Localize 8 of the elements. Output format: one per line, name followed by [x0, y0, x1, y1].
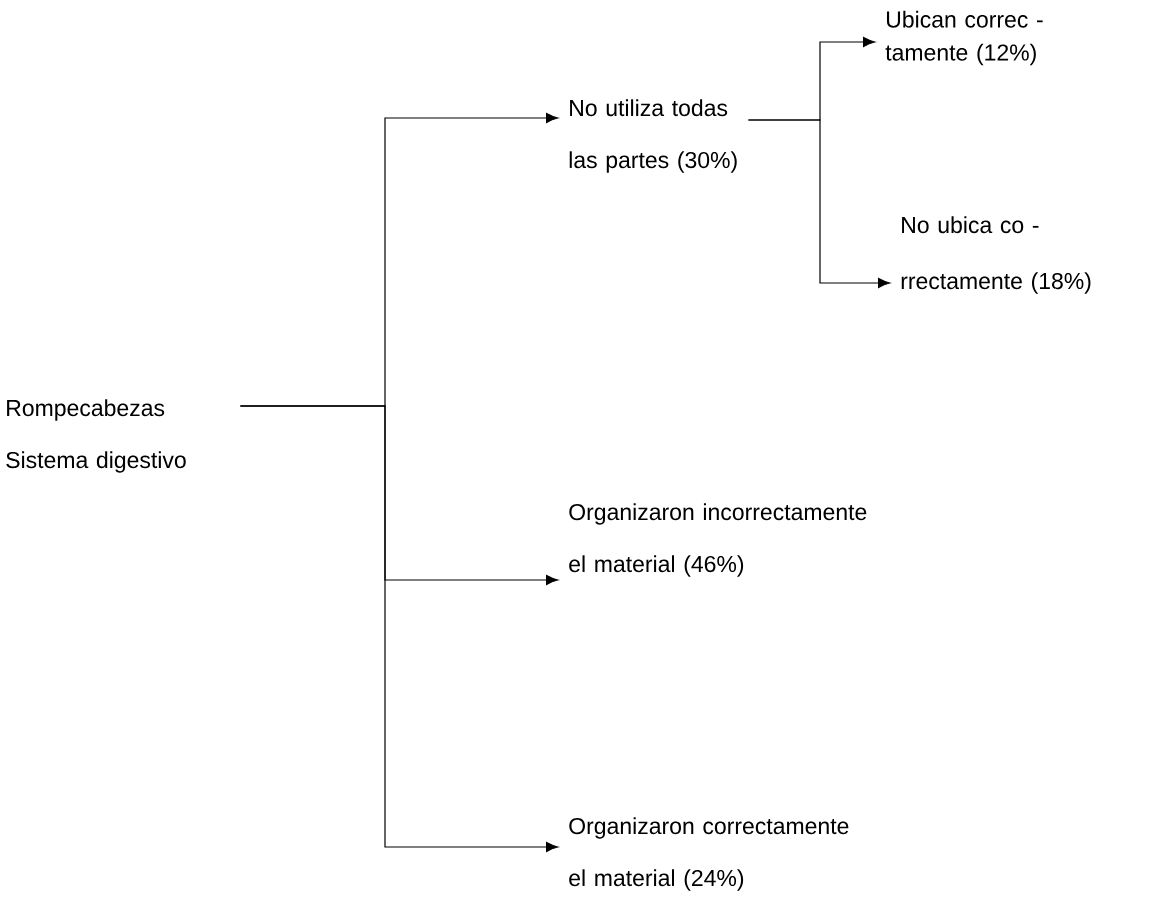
branch-label: Ubican correc - tamente (12%)	[885, 10, 1043, 66]
branch-label: No ubica co - rrectamente (18%)	[901, 216, 1091, 294]
arrow	[747, 119, 891, 289]
branch-label: Organizaron incorrectamente el material (46%)	[569, 503, 867, 577]
branch-label: Rompecabezas Sistema digestivo	[6, 399, 186, 473]
branch-label: Organizaron correctamente el material (24%)	[569, 817, 849, 891]
arrow	[239, 405, 559, 852]
branch-label: No utiliza todas las partes (30%)	[569, 99, 737, 173]
